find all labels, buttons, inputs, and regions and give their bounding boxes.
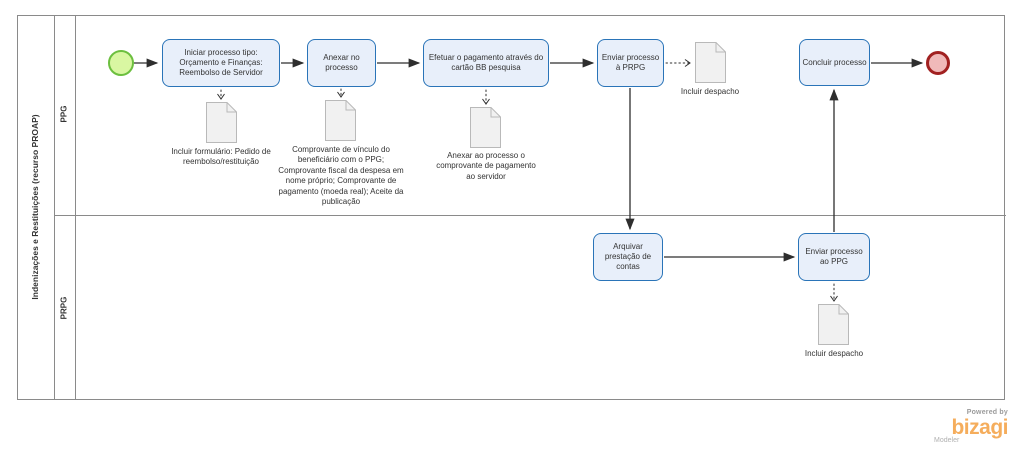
task-label: Efetuar o pagamento através do cartão BB… [428, 53, 544, 72]
annotation-despacho-prpg: Incluir despacho [804, 349, 864, 358]
task-iniciar-processo: Iniciar processo tipo: Orçamento e Finan… [162, 39, 280, 87]
task-label: Concluir processo [802, 57, 867, 67]
annotation-anexar-comprovante: Anexar ao processo o comprovante de paga… [436, 151, 536, 181]
annotation-comprovantes: Comprovante de vínculo do beneficiário c… [278, 145, 404, 206]
pool-title: Indenizações e Restituições (recurso PRO… [30, 114, 40, 300]
document-icon [206, 102, 237, 143]
pool-title-column [18, 16, 55, 399]
lane-label-ppg: PPG [59, 105, 69, 123]
document-icon [818, 304, 849, 345]
lane-label-prpg: PRPG [59, 296, 69, 320]
task-label: Enviar processo ao PPG [805, 247, 863, 266]
bizagi-logo: bizagi [951, 416, 1008, 439]
annotation-formulario: Incluir formulário: Pedido de reembolso/… [171, 147, 271, 167]
task-label: Arquivar prestação de contas [604, 242, 652, 271]
task-anexar-no-processo: Anexar no processo [307, 39, 376, 87]
pool-indenizacoes [17, 15, 1006, 400]
task-enviar-processo-prpg: Enviar processo à PRPG [597, 39, 664, 87]
document-icon [695, 42, 726, 83]
task-arquivar-prestacao: Arquivar prestação de contas [593, 233, 663, 281]
annotation-despacho-ppg: Incluir despacho [680, 87, 740, 96]
document-icon [325, 100, 356, 141]
task-enviar-processo-ppg: Enviar processo ao PPG [798, 233, 870, 281]
task-label: Iniciar processo tipo: Orçamento e Finan… [179, 48, 263, 77]
task-label: Anexar no processo [323, 53, 360, 72]
modeler-text: Modeler [934, 437, 960, 444]
document-icon [470, 107, 501, 148]
lane-label-column [55, 16, 76, 399]
lane-divider [55, 215, 1006, 216]
bizagi-branding: Powered by bizagi Modeler [932, 409, 1009, 444]
task-efetuar-pagamento: Efetuar o pagamento através do cartão BB… [423, 39, 549, 87]
start-event [108, 50, 134, 76]
task-concluir-processo: Concluir processo [799, 39, 870, 86]
task-label: Enviar processo à PRPG [601, 53, 660, 72]
end-event [926, 51, 950, 75]
powered-by-text: Powered by [966, 409, 1008, 416]
